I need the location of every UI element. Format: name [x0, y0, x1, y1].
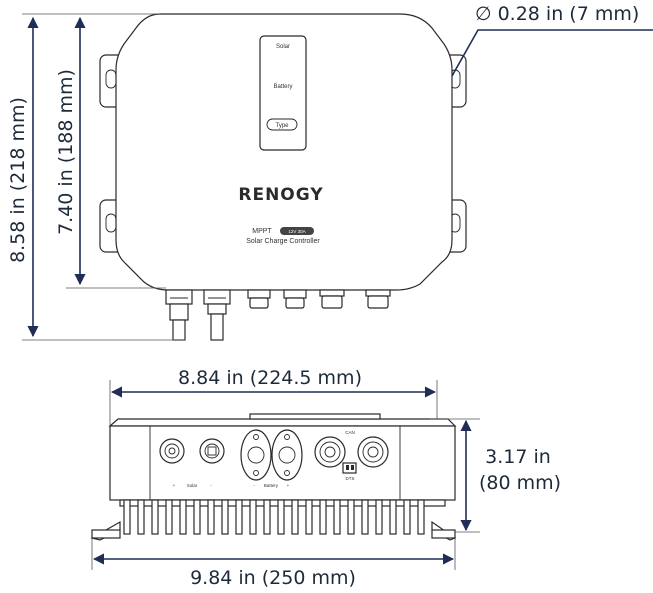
depth-text-line1: 3.17 in — [485, 446, 551, 468]
battery-minus-label: - — [253, 483, 255, 488]
overall-height-text: 8.58 in (218 mm) — [7, 97, 29, 263]
indicator-panel — [259, 35, 307, 151]
solar-connectors — [159, 438, 225, 464]
type-button[interactable] — [266, 118, 298, 131]
can-label: CAN — [345, 430, 355, 435]
controller-body — [115, 13, 453, 291]
body-height-text: 7.40 in (188 mm) — [55, 69, 77, 235]
battery-plus-label: + — [287, 483, 290, 488]
solar-minus-label: - — [210, 483, 212, 488]
model-badge-text: 12V 30A — [288, 229, 305, 234]
enclosure-lid — [108, 418, 457, 427]
hole-diameter-text: ∅ 0.28 in (7 mm) — [475, 3, 639, 25]
bottom-dimensions: 8.84 in (224.5 mm) 9.84 in (250 mm) 3.17… — [91, 367, 561, 589]
front-connectors — [165, 289, 391, 341]
front-dimensions: 8.58 in (218 mm) 7.40 in (188 mm) ∅ 0.28… — [7, 3, 653, 341]
hole-leader-line — [451, 29, 653, 77]
depth-text-line2: (80 mm) — [479, 472, 561, 494]
type-button-label: Type — [275, 123, 289, 129]
model-badge — [280, 227, 314, 235]
bottom-view: + Solar - - Battery + CAN — [90, 413, 457, 541]
model-label: MPPT — [252, 228, 272, 235]
can-ports — [314, 436, 389, 474]
heat-sink-fins — [123, 499, 425, 535]
solar-indicator-label: Solar — [276, 44, 290, 50]
front-view: Solar Battery Type RENOGY MPPT 12V 30A S… — [99, 13, 467, 341]
battery-indicator-label: Battery — [273, 84, 292, 90]
solar-plus-label: + — [173, 483, 176, 488]
product-subtitle: Solar Charge Controller — [246, 238, 320, 245]
battery-label: Battery — [264, 483, 279, 488]
body-width-text: 8.84 in (224.5 mm) — [178, 367, 362, 389]
battery-terminals — [240, 429, 303, 481]
overall-width-text: 9.84 in (250 mm) — [190, 567, 356, 589]
brand-logo: RENOGY — [238, 185, 323, 205]
solar-label: Solar — [187, 483, 198, 488]
dts-label: DTS — [346, 476, 355, 481]
